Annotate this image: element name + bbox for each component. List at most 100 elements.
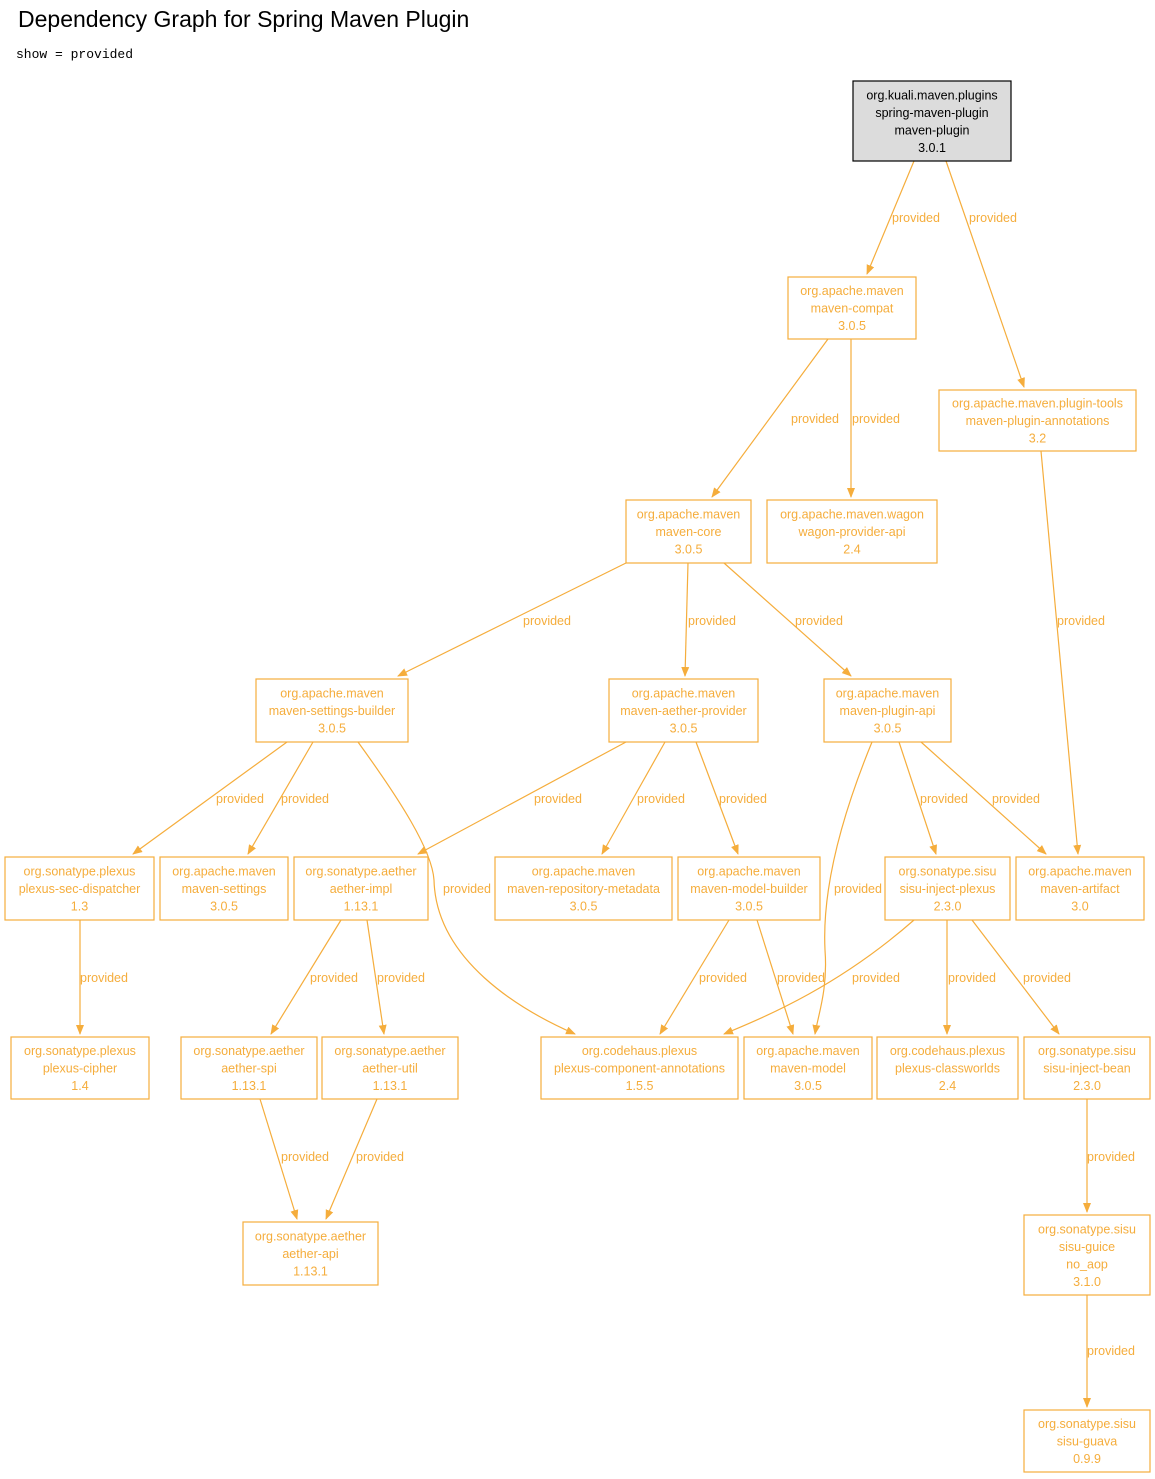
edge-line: [417, 741, 627, 855]
node-label-line: org.sonatype.sisu: [899, 865, 997, 879]
edge-aether-util-aether-api: provided: [325, 1098, 404, 1220]
node-root[interactable]: org.kuali.maven.pluginsspring-maven-plug…: [852, 80, 1012, 162]
node-maven-settings-builder[interactable]: org.apache.mavenmaven-settings-builder3.…: [255, 678, 409, 743]
edge-label: provided: [377, 971, 425, 985]
node-label-line: 3.0.5: [794, 1079, 822, 1093]
filter-caption: show = provided: [16, 47, 134, 62]
edge-label: provided: [699, 971, 747, 985]
node-box[interactable]: [540, 1036, 739, 1100]
page-title: Dependency Graph for Spring Maven Plugin: [18, 6, 470, 32]
edge-label: provided: [523, 614, 571, 628]
node-box[interactable]: [743, 1036, 873, 1100]
edge-label: provided: [534, 792, 582, 806]
node-box[interactable]: [884, 856, 1011, 921]
node-label-line: org.sonatype.aether: [334, 1044, 445, 1058]
edge-maven-core-maven-settings-builder: provided: [397, 562, 627, 677]
edge-maven-plugin-api-maven-artifact: provided: [920, 741, 1047, 855]
node-label-line: aether-impl: [330, 882, 393, 896]
edge-maven-compat-maven-core: provided: [711, 338, 839, 498]
node-wagon-provider-api[interactable]: org.apache.maven.wagonwagon-provider-api…: [766, 499, 938, 564]
node-box[interactable]: [1023, 1409, 1151, 1473]
node-box[interactable]: [876, 1036, 1019, 1100]
edge-label: provided: [719, 792, 767, 806]
node-box[interactable]: [242, 1221, 379, 1286]
node-label-line: org.sonatype.plexus: [24, 865, 136, 879]
node-label-line: no_aop: [1066, 1257, 1108, 1271]
node-box[interactable]: [1023, 1036, 1151, 1100]
node-label-line: maven-settings: [182, 882, 267, 896]
node-maven-aether-provider[interactable]: org.apache.mavenmaven-aether-provider3.0…: [608, 678, 759, 743]
node-box[interactable]: [766, 499, 938, 564]
edge-root-maven-plugin-annotations: provided: [945, 160, 1025, 388]
edge-aether-impl-aether-util: provided: [366, 919, 425, 1035]
node-label-line: org.apache.maven.plugin-tools: [952, 397, 1123, 411]
node-box[interactable]: [1015, 856, 1145, 921]
node-label-line: maven-model-builder: [690, 882, 807, 896]
node-label-line: plexus-sec-dispatcher: [19, 882, 141, 896]
edge-line: [898, 741, 937, 855]
node-box[interactable]: [608, 678, 759, 743]
node-box[interactable]: [1023, 1214, 1151, 1296]
node-label-line: aether-spi: [221, 1062, 277, 1076]
edge-plexus-sec-dispatcher-plexus-cipher: provided: [76, 920, 128, 1035]
edge-sisu-inject-plexus-sisu-inject-bean: provided: [971, 919, 1071, 1035]
node-plexus-component-annotations[interactable]: org.codehaus.plexusplexus-component-anno…: [540, 1036, 739, 1100]
node-box[interactable]: [852, 80, 1012, 162]
edge-line: [866, 160, 915, 275]
node-label-line: 0.9.9: [1073, 1452, 1101, 1466]
node-plexus-sec-dispatcher[interactable]: org.sonatype.plexus plexus-sec-dispatcher…: [4, 856, 155, 921]
edge-sisu-inject-plexus-plexus-component-annotations: provided: [723, 919, 915, 1035]
node-label-line: org.apache.maven: [800, 284, 904, 298]
node-box[interactable]: [180, 1036, 318, 1100]
node-box[interactable]: [293, 856, 429, 921]
node-maven-plugin-annotations[interactable]: org.apache.maven.plugin-tools maven-plugi…: [938, 389, 1137, 452]
edge-line: [945, 160, 1025, 388]
node-label-line: maven-plugin-annotations: [966, 414, 1110, 428]
edge-line: [259, 1098, 299, 1220]
edge-maven-model-builder-maven-model: provided: [756, 919, 825, 1035]
edge-root-maven-compat: provided: [866, 160, 940, 275]
edge-line: [366, 919, 387, 1035]
node-box[interactable]: [823, 678, 952, 743]
node-box[interactable]: [321, 1036, 459, 1100]
node-box[interactable]: [255, 678, 409, 743]
node-box[interactable]: [625, 499, 752, 564]
node-box[interactable]: [159, 856, 289, 921]
edge-label: provided: [777, 971, 825, 985]
edge-line: [1040, 450, 1082, 855]
node-box[interactable]: [677, 856, 821, 921]
node-label-line: org.apache.maven: [697, 865, 801, 879]
node-box[interactable]: [10, 1036, 150, 1100]
node-box[interactable]: [494, 856, 673, 921]
node-label-line: 3.0: [1071, 900, 1088, 914]
node-box[interactable]: [938, 389, 1137, 452]
edge-label: provided: [1057, 614, 1105, 628]
node-label-line: maven-compat: [811, 302, 894, 316]
node-label-line: org.apache.maven: [756, 1044, 860, 1058]
node-label-line: sisu-guava: [1057, 1435, 1117, 1449]
node-box[interactable]: [4, 856, 155, 921]
edge-line: [659, 919, 730, 1035]
edge-label: provided: [795, 614, 843, 628]
node-box[interactable]: [787, 276, 917, 340]
node-maven-repository-metadata[interactable]: org.apache.mavenmaven-repository-metadat…: [494, 856, 673, 921]
edge-sisu-inject-bean-sisu-guice: provided: [1083, 1099, 1135, 1213]
